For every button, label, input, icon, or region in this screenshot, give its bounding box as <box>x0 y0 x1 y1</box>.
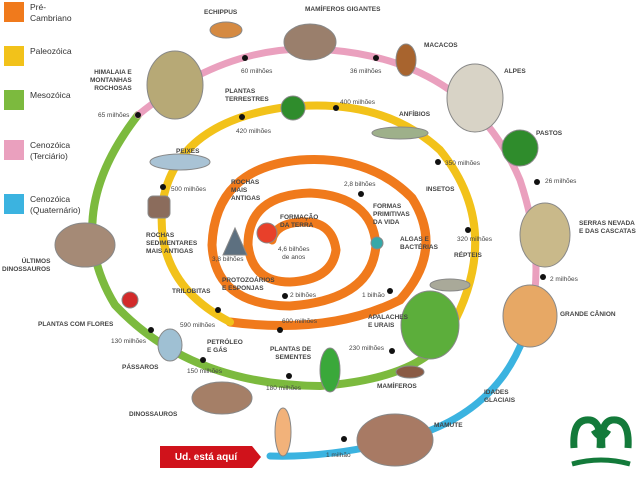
label-flowering-plants: PLANTAS COM FLORES <box>38 321 114 328</box>
label-algae: ALGAS E BACTÉRIAS <box>400 236 438 251</box>
triceratops-icon <box>283 23 337 61</box>
primitive-life-icon <box>370 236 384 250</box>
label-monkeys: MACACOS <box>424 42 458 49</box>
human-icon <box>274 407 292 457</box>
shark-icon <box>149 153 211 171</box>
label-fish: PEIXES <box>176 148 200 155</box>
label-grand-canyon: GRANDE CÂNION <box>560 311 616 318</box>
label-earth-formation: FORMAÇÃO DA TERRA <box>280 214 319 229</box>
label-oil-gas: PETRÓLEO E GÁS <box>207 339 243 354</box>
label-alps: ALPES <box>504 68 526 75</box>
time-350m: 350 milhões <box>445 160 481 167</box>
time-130m: 130 milhões <box>111 338 147 345</box>
time-60m: 60 milhões <box>241 68 273 75</box>
himalaya-globe-icon <box>146 50 204 120</box>
old-rock-icon <box>222 226 248 256</box>
legend-label: Cenozóica (Terciário) <box>30 140 71 161</box>
time-2b: 2 bilhões <box>290 292 317 299</box>
grand-canyon-globe-icon <box>502 284 558 348</box>
time-26m: 26 milhões <box>545 178 577 185</box>
legend-label: Paleozóica <box>30 46 72 56</box>
time-420m: 420 milhões <box>236 128 272 135</box>
time-180m: 180 milhões <box>266 385 302 392</box>
monkey-icon <box>395 43 417 77</box>
amphibian-icon <box>371 126 429 140</box>
label-sierras: SERRAS NEVADA E DAS CASCATAS <box>579 220 636 235</box>
time-markers <box>135 55 546 442</box>
time-400m: 400 milhões <box>340 99 376 106</box>
time-2m: 2 milhões <box>550 276 578 283</box>
time-65m: 65 milhões <box>98 112 130 119</box>
label-last-dinosaurs: ÚLTIMOS DINOSSAUROS <box>2 258 51 273</box>
horse-icon <box>209 21 243 39</box>
label-appalachians: APALACHES E URAIS <box>368 314 408 329</box>
label-oldest-rocks: ROCHAS MAIS ANTIGAS <box>231 179 261 202</box>
legend-precambrian: Pré-Cambriano <box>4 2 86 24</box>
label-mammals: MAMÍFEROS <box>377 383 417 390</box>
spiral-precambrian <box>207 155 431 331</box>
time-1b: 1 bilhão <box>362 292 385 299</box>
label-sedimentary-rocks: ROCHAS SEDIMENTARES MAIS ANTIGAS <box>146 232 198 255</box>
seed-plant-icon <box>319 347 341 393</box>
time-230m: 230 milhões <box>349 345 385 352</box>
rodent-icon <box>395 365 425 379</box>
time-4-6b: 4,6 bilhões de anos <box>278 246 310 261</box>
time-600m: 600 milhões <box>282 318 318 325</box>
reptile-icon <box>429 278 471 292</box>
earth-formation-icon <box>256 222 278 244</box>
label-insects: INSETOS <box>426 186 455 193</box>
label-echippus: ECHIPPUS <box>204 9 238 16</box>
appalachian-globe-icon <box>400 290 460 360</box>
legend-mesozoic: Mesozóica <box>4 90 71 110</box>
flower-icon <box>121 291 139 309</box>
dinosaur-icon <box>191 381 253 415</box>
label-dinosaurs: DINOSSAUROS <box>129 411 178 418</box>
label-primitive-life: FORMAS PRIMITIVAS DA VIDA <box>373 203 410 226</box>
time-1m: 1 milhão <box>326 452 351 459</box>
label-giant-mammals: MAMÍFEROS GIGANTES <box>305 6 381 13</box>
label-ice-ages: IDADES GLACIAIS <box>484 389 516 404</box>
label-seed-plants: PLANTAS DE SEMENTES <box>270 346 312 361</box>
illustrations <box>54 21 571 467</box>
sierra-globe-icon <box>519 202 571 268</box>
time-320m: 320 milhões <box>457 236 493 243</box>
label-himalaya: HIMALAIA E MONTANHAS ROCHOSAS <box>90 69 132 92</box>
mammoth-icon <box>356 413 434 467</box>
label-reptiles: RÉPTEIS <box>454 252 482 259</box>
label-birds: PÁSSAROS <box>122 364 159 371</box>
label-protozoa: PROTOZOÁRIOS E ESPONJAS <box>222 277 275 292</box>
spiral-paleozoic <box>157 101 480 334</box>
label-trilobites: TRILOBITAS <box>172 288 211 295</box>
t-rex-icon <box>54 222 116 268</box>
legend-paleozoic: Paleozóica <box>4 46 72 66</box>
legend-label: Mesozóica <box>30 90 71 100</box>
you-are-here-marker: Ud. está aquí <box>160 446 261 468</box>
alps-globe-icon <box>446 63 504 133</box>
time-590m: 590 milhões <box>180 322 216 329</box>
grass-icon <box>501 129 539 167</box>
tabiat-logo <box>566 408 636 474</box>
legend-label: Cenozóica (Quaternário) <box>30 194 81 215</box>
time-36m: 36 milhões <box>350 68 382 75</box>
legend-quaternary: Cenozóica (Quaternário) <box>4 194 86 216</box>
logo-icon <box>570 416 632 467</box>
bird-icon <box>157 328 183 362</box>
time-150m: 150 milhões <box>187 368 223 375</box>
legend-tertiary: Cenozóica (Terciário) <box>4 140 86 162</box>
legend-label: Pré-Cambriano <box>30 2 72 23</box>
time-500m: 500 milhões <box>171 186 207 193</box>
label-grasses: PASTOS <box>536 130 563 137</box>
label-land-plants: PLANTAS TERRESTRES <box>225 88 269 103</box>
time-2-8b: 2,8 bilhões <box>344 181 376 188</box>
label-amphibians: ANFÍBIOS <box>399 111 431 118</box>
time-3-8b: 3,8 bilhões <box>212 256 244 263</box>
label-mammoth: MAMUTE <box>434 422 463 429</box>
rock-icon <box>147 195 171 219</box>
plant-icon <box>280 95 306 121</box>
